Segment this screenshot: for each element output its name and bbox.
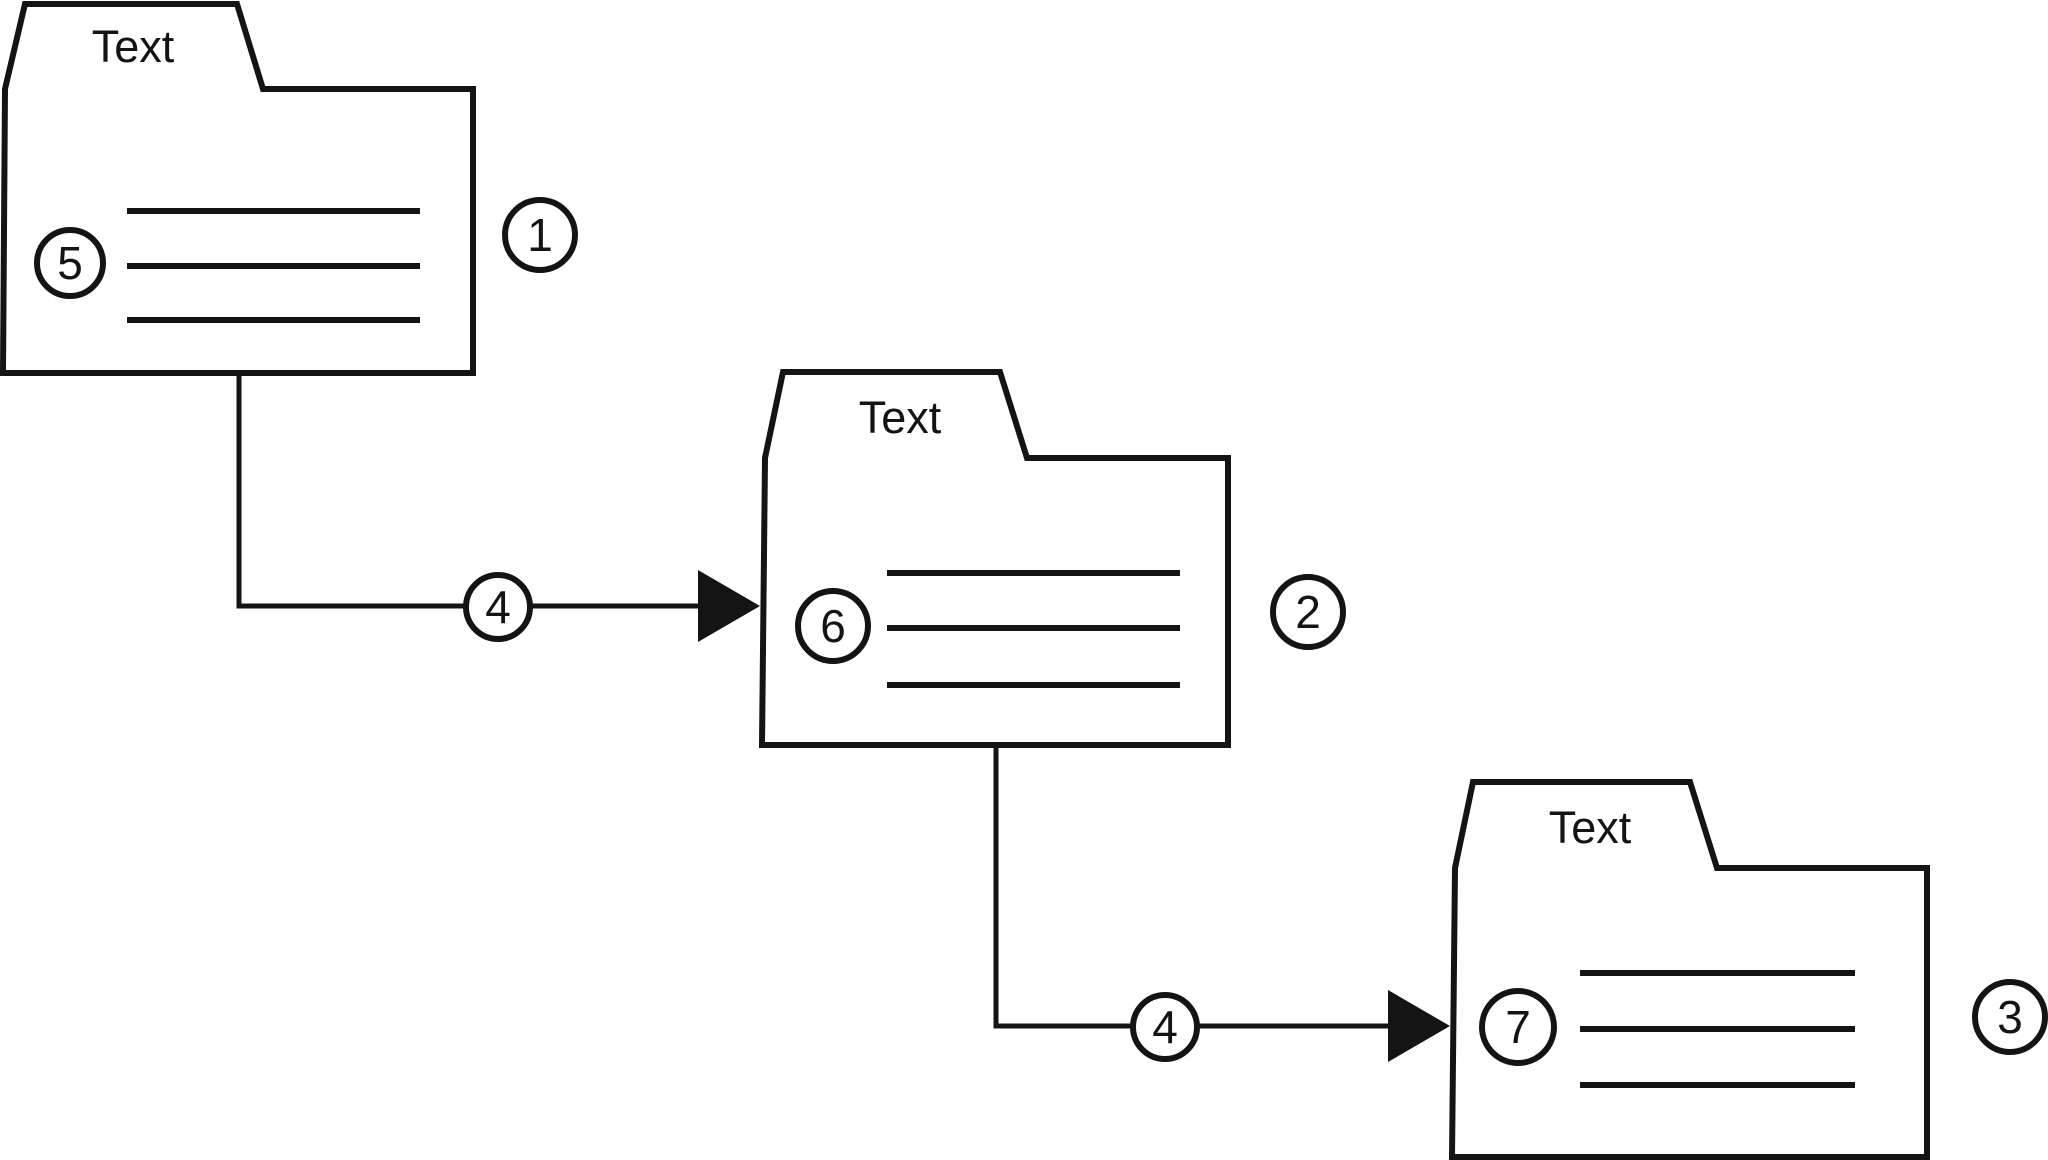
folder-1-tab-label: Text bbox=[92, 21, 175, 72]
folder-1-text-lines bbox=[127, 208, 420, 323]
folder-2: Text 6 2 bbox=[758, 369, 1346, 748]
connector-1-label: 4 bbox=[485, 581, 511, 633]
connector-2-label-badge: 4 bbox=[1130, 992, 1200, 1062]
folder-3: Text 7 3 bbox=[1448, 779, 2048, 1160]
arrowhead-icon bbox=[698, 570, 760, 642]
folder-3-text-lines bbox=[1580, 970, 1855, 1088]
folder-1-outer-badge: 1 bbox=[502, 197, 578, 273]
folder-2-outer-badge: 2 bbox=[1270, 574, 1346, 650]
folder-2-outer-badge-circle bbox=[1270, 574, 1346, 650]
arrowhead-icon bbox=[1388, 990, 1450, 1062]
folder-1-inner-badge-circle bbox=[34, 227, 106, 299]
folder-1: Text 5 1 bbox=[0, 1, 578, 376]
folder-2-text-lines bbox=[887, 570, 1180, 688]
connector-2-line bbox=[993, 745, 1442, 1029]
folder-2-inner-badge: 6 bbox=[795, 588, 871, 664]
folder-1-inner-badge-label: 5 bbox=[57, 237, 83, 289]
folder-1-outer-badge-label: 1 bbox=[527, 209, 553, 261]
folder-2-inner-badge-label: 6 bbox=[820, 600, 846, 652]
folder-3-inner-badge-circle bbox=[1479, 988, 1557, 1066]
folder-1-inner-badge: 5 bbox=[34, 227, 106, 299]
connector-1-label-badge: 4 bbox=[463, 572, 533, 642]
folder-3-tab-label: Text bbox=[1549, 802, 1632, 853]
connector-2-label: 4 bbox=[1152, 1001, 1178, 1053]
folder-2-shape bbox=[758, 369, 1231, 748]
folder-2-tab-label: Text bbox=[859, 392, 942, 443]
folder-3-inner-badge: 7 bbox=[1479, 988, 1557, 1066]
folder-1-shape bbox=[0, 1, 476, 376]
folder-1-outer-badge-circle bbox=[502, 197, 578, 273]
folder-3-outer-badge-circle bbox=[1972, 979, 2048, 1055]
connector-2-label-circle bbox=[1130, 992, 1200, 1062]
folder-3-outer-badge-label: 3 bbox=[1997, 991, 2023, 1043]
folder-3-outer-badge: 3 bbox=[1972, 979, 2048, 1055]
connector-1-to-2: 4 bbox=[236, 373, 760, 642]
connector-1-line bbox=[236, 373, 752, 609]
connector-1-label-circle bbox=[463, 572, 533, 642]
folder-2-inner-badge-circle bbox=[795, 588, 871, 664]
folder-3-inner-badge-label: 7 bbox=[1505, 1001, 1531, 1053]
folder-2-outer-badge-label: 2 bbox=[1295, 586, 1321, 638]
folder-3-shape bbox=[1448, 779, 1930, 1160]
connector-2-to-3: 4 bbox=[993, 745, 1450, 1062]
